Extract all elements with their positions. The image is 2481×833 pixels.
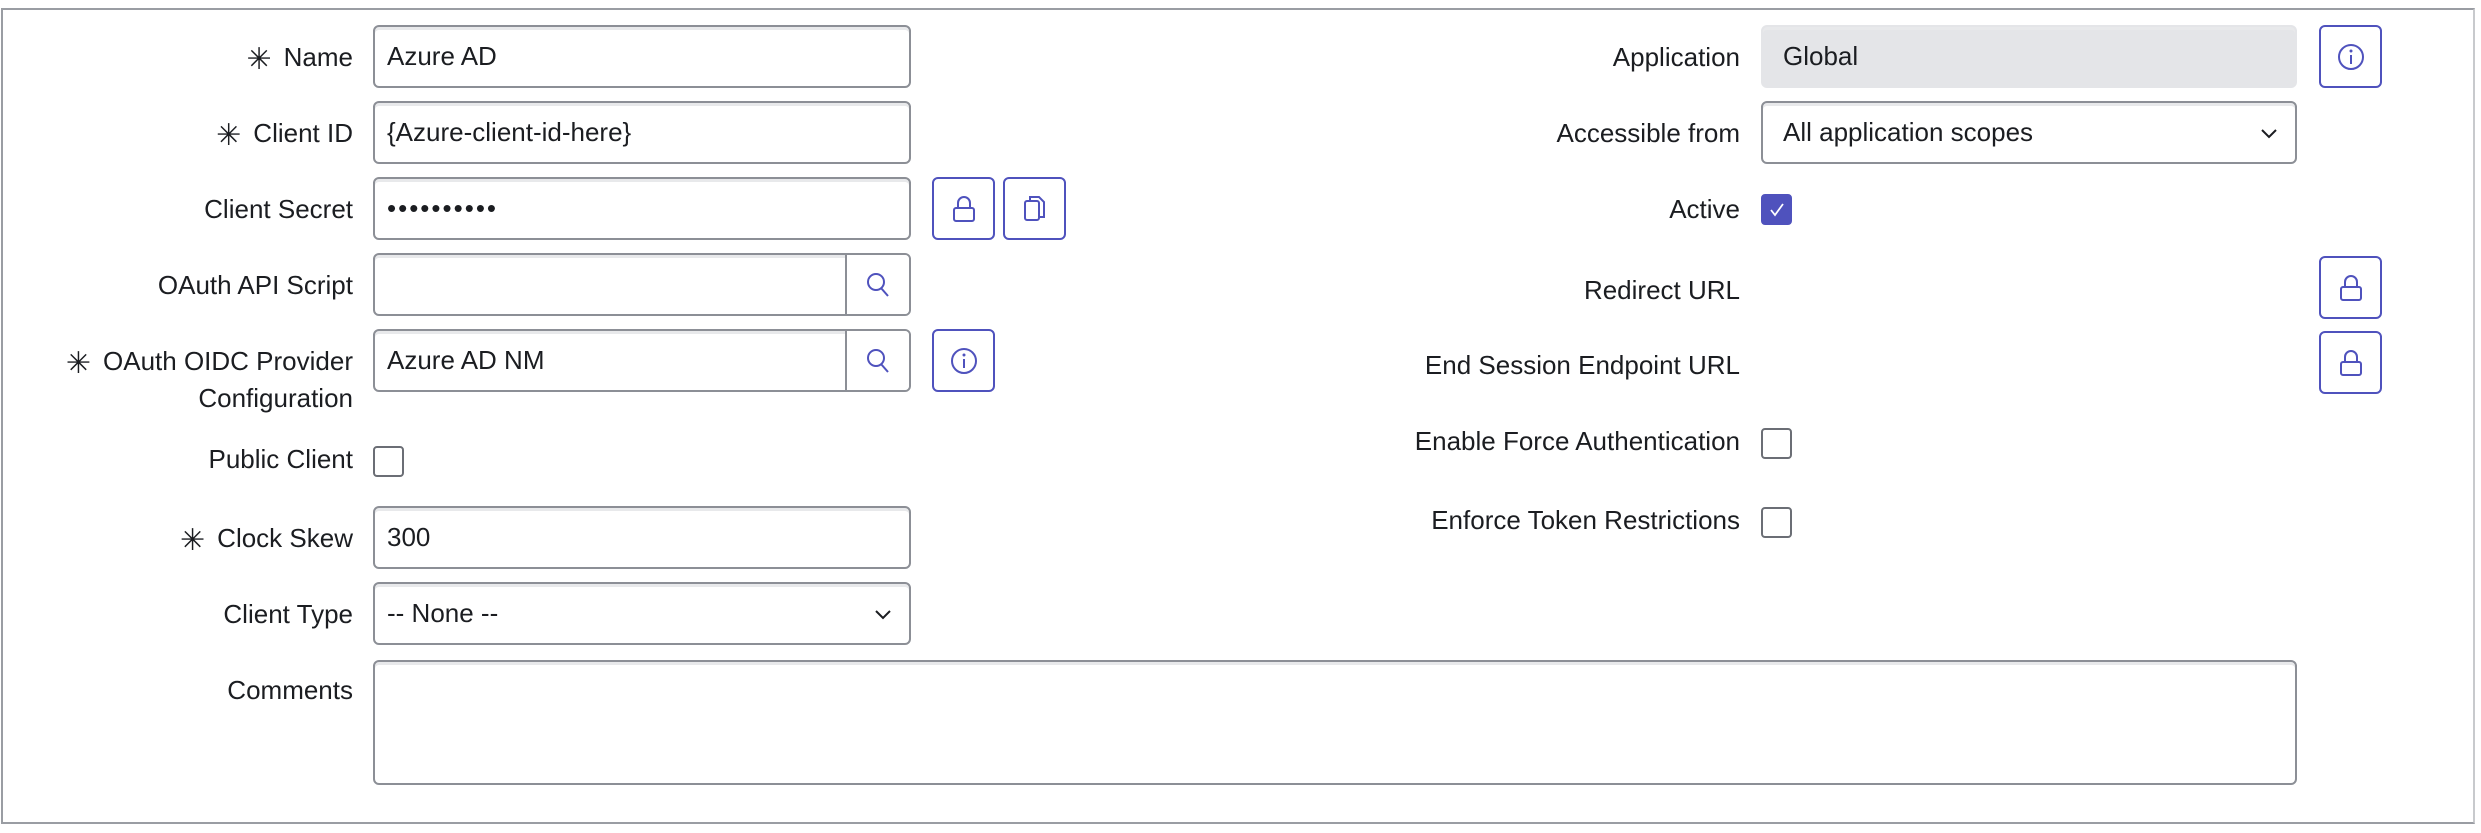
client-id-input[interactable]: {Azure-client-id-here}: [373, 101, 911, 164]
required-icon: ✳: [65, 347, 92, 380]
comments-label: Comments: [227, 675, 353, 705]
oidc-provider-info-button[interactable]: [932, 329, 995, 392]
lookup-oauth-api-script-button[interactable]: [845, 255, 909, 314]
clock-skew-input[interactable]: 300: [373, 506, 911, 569]
client-id-label-text: Client ID: [253, 118, 353, 148]
oidc-provider-label-line1: OAuth OIDC Provider: [103, 346, 353, 376]
client-secret-label: Client Secret: [204, 194, 353, 224]
token-restrictions-label: Enforce Token Restrictions: [1431, 505, 1740, 535]
chevron-down-icon: [2261, 129, 2277, 139]
application-field: Global: [1761, 25, 2297, 88]
redirect-url-label: Redirect URL: [1583, 275, 1740, 305]
oauth-api-script-label: OAuth API Script: [157, 270, 353, 300]
public-client-label: Public Client: [208, 444, 353, 474]
search-icon: [867, 348, 889, 373]
unlock-end-session-url-button[interactable]: [2319, 331, 2382, 394]
client-type-value: -- None --: [387, 598, 499, 628]
name-label-text: Name: [283, 42, 353, 72]
force-auth-label: Enable Force Authentication: [1414, 426, 1740, 456]
clock-skew-label: ✳ Clock Skew: [180, 521, 353, 558]
token-restrictions-checkbox[interactable]: [1761, 507, 1792, 538]
active-label: Active: [1669, 194, 1740, 224]
oidc-provider-label-line2: Configuration: [198, 383, 353, 413]
client-type-label: Client Type: [223, 599, 353, 629]
form-container: [1, 8, 2475, 824]
required-icon: ✳: [216, 119, 242, 152]
oidc-provider-input[interactable]: Azure AD NM: [373, 329, 911, 392]
end-session-url-label: End Session Endpoint URL: [1424, 350, 1740, 380]
application-info-button[interactable]: [2319, 25, 2382, 88]
client-secret-input[interactable]: ••••••••••: [373, 177, 911, 240]
unlock-client-secret-button[interactable]: [932, 177, 995, 240]
clock-skew-label-text: Clock Skew: [217, 523, 353, 553]
accessible-from-value: All application scopes: [1783, 117, 2034, 147]
unlock-redirect-url-button[interactable]: [2319, 256, 2382, 319]
info-icon: [950, 347, 977, 374]
client-type-select[interactable]: -- None --: [373, 582, 911, 645]
active-checkbox[interactable]: [1761, 194, 1792, 225]
checkmark-icon: [1769, 202, 1784, 216]
copy-client-secret-button[interactable]: [1003, 177, 1066, 240]
chevron-down-icon: [875, 610, 891, 620]
lock-icon: [952, 195, 975, 222]
required-icon: ✳: [246, 43, 272, 76]
required-icon: ✳: [180, 524, 206, 557]
info-icon: [2337, 43, 2364, 70]
public-client-checkbox[interactable]: [373, 446, 404, 477]
accessible-from-select[interactable]: All application scopes: [1761, 101, 2297, 164]
lock-icon: [2339, 349, 2362, 376]
search-icon: [867, 272, 889, 297]
lookup-oidc-provider-button[interactable]: [845, 331, 909, 390]
name-input[interactable]: Azure AD: [373, 25, 911, 88]
lock-icon: [2339, 274, 2362, 301]
comments-textarea[interactable]: [373, 660, 2297, 785]
oauth-api-script-input[interactable]: [373, 253, 911, 316]
name-label: ✳ Name: [247, 40, 354, 77]
oidc-provider-value: Azure AD NM: [387, 345, 545, 375]
accessible-from-label: Accessible from: [1556, 118, 1741, 148]
application-label: Application: [1612, 42, 1740, 72]
client-id-label: ✳ Client ID: [216, 116, 353, 153]
force-auth-checkbox[interactable]: [1761, 428, 1792, 459]
copy-icon: [1023, 195, 1045, 221]
